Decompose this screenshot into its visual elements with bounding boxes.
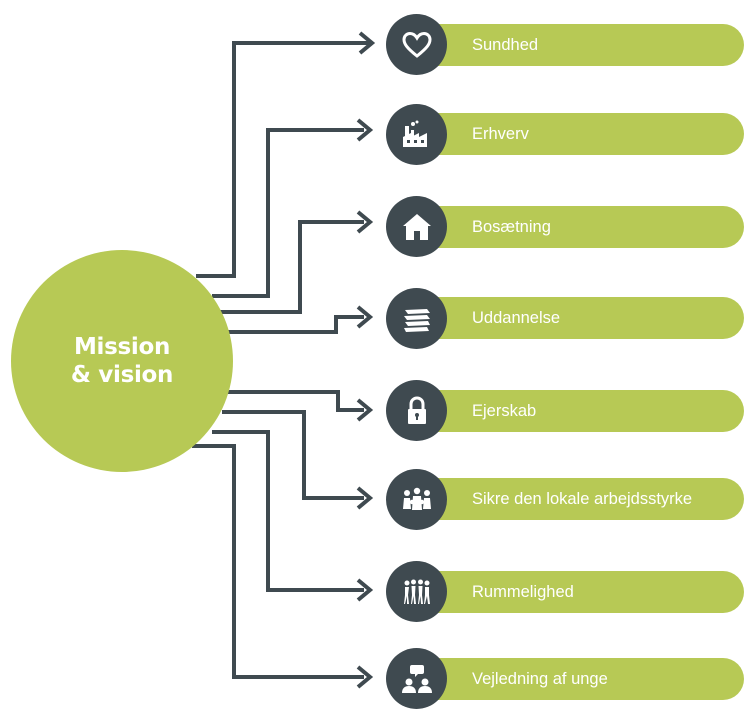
diverse-people-icon	[386, 561, 447, 622]
factory-icon	[386, 104, 447, 165]
arrowhead-sundhed	[358, 31, 376, 55]
item-vejledning: Vejledning af unge	[420, 658, 744, 700]
arrowhead-erhverv	[356, 118, 374, 142]
item-label: Erhverv	[472, 125, 529, 143]
item-label: Ejerskab	[472, 402, 537, 420]
item-label: Sikre den lokale arbejdsstyrke	[472, 490, 693, 508]
item-label: Bosætning	[472, 218, 551, 236]
arrow-vejledning	[192, 444, 364, 679]
arrow-uddannelse	[226, 315, 364, 334]
arrowhead-bosaetning	[356, 210, 374, 234]
item-label: Sundhed	[472, 36, 539, 54]
arrowhead-ejerskab	[356, 398, 374, 422]
item-sundhed: Sundhed	[420, 24, 744, 66]
item-rummelighed: Rummelighed	[420, 571, 744, 613]
item-label: Rummelighed	[472, 583, 574, 601]
item-label: Vejledning af unge	[472, 670, 608, 688]
arrow-erhverv	[212, 128, 364, 298]
item-label: Uddannelse	[472, 309, 561, 327]
arrow-rummelighed	[212, 430, 364, 592]
mission-vision-circle: Mission & vision	[11, 250, 233, 472]
item-bosaetning: Bosætning	[420, 206, 744, 248]
item-arbejdsstyrke: Sikre den lokale arbejdsstyrke	[420, 478, 744, 520]
item-ejerskab: Ejerskab	[420, 390, 744, 432]
center-title-line1: Mission	[73, 334, 171, 360]
workers-group-icon	[386, 469, 447, 530]
arrow-sundhed	[196, 41, 370, 278]
item-uddannelse: Uddannelse	[420, 297, 744, 339]
padlock-icon	[386, 380, 447, 441]
arrow-ejerskab	[226, 390, 364, 412]
center-title-line2: & vision	[70, 362, 174, 388]
books-icon	[386, 288, 447, 349]
arrowhead-rummelighed	[356, 578, 374, 602]
arrowhead-uddannelse	[356, 305, 374, 329]
arrowhead-arbejdsstyrke	[356, 486, 374, 510]
house-icon	[386, 196, 447, 257]
heart-icon	[386, 14, 447, 75]
arrowhead-vejledning	[356, 665, 374, 689]
item-erhverv: Erhverv	[420, 113, 744, 155]
arrow-bosaetning	[220, 220, 364, 314]
mentoring-icon	[386, 648, 447, 709]
arrow-arbejdsstyrke	[222, 410, 364, 500]
